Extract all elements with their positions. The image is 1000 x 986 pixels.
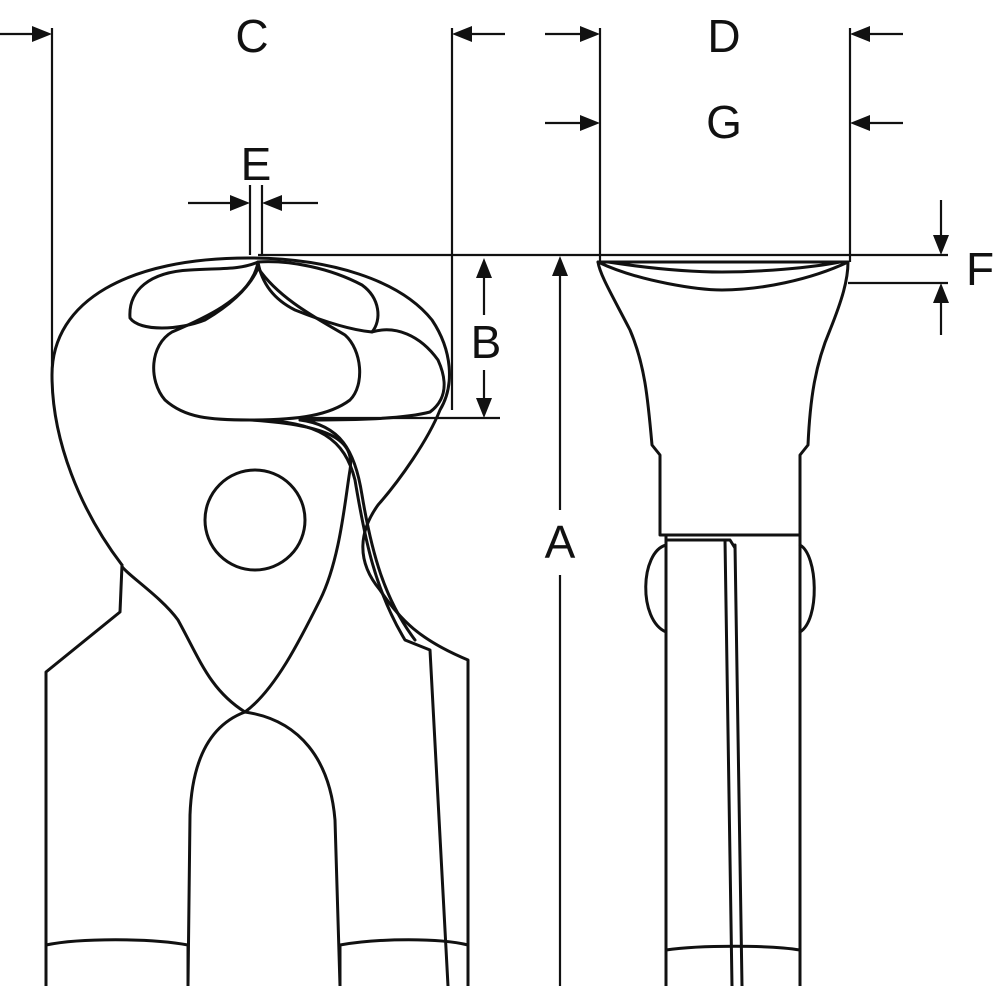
side-view-handle-divider — [723, 538, 734, 986]
dimension-a-top-arrowhead — [552, 256, 568, 276]
right-jaw-lobe-outer — [298, 328, 446, 422]
side-view-head-outline — [596, 260, 850, 537]
dimension-d-left-arrowhead — [580, 26, 600, 42]
left-handle-inner-edge — [186, 710, 247, 986]
label-f: F — [966, 243, 994, 295]
label-a: A — [545, 516, 576, 568]
dimension-e-left-arrowhead — [230, 195, 250, 211]
dimension-d-right-arrowhead — [850, 26, 870, 42]
side-view-pivot-band — [664, 538, 737, 550]
dimension-g-right-arrowhead — [850, 115, 870, 131]
jaw-edge-line-a — [248, 418, 450, 986]
lower-jaw-lobe — [152, 266, 362, 422]
side-view-handle-divider-2 — [733, 543, 744, 986]
jaw-crossing-line — [120, 563, 247, 714]
jaw-edge-line-b — [298, 418, 417, 642]
dimension-labels: C D G E B A F — [235, 10, 994, 568]
dimension-lines — [0, 26, 949, 986]
upper-right-jaw-lobe — [256, 260, 380, 334]
dimension-g-left-arrowhead — [580, 115, 600, 131]
jaw-crossing-line-2 — [243, 418, 353, 714]
label-g: G — [706, 96, 742, 148]
side-view-rivet-right — [798, 543, 816, 634]
dimension-f-top-arrowhead — [933, 235, 949, 255]
dimension-c-left-arrowhead — [32, 26, 52, 42]
right-handle-grip — [338, 938, 470, 986]
pliers-head-outline — [44, 256, 470, 986]
dimension-e-right-arrowhead — [262, 195, 282, 211]
label-c: C — [235, 10, 268, 62]
dimension-b-top-arrowhead — [476, 258, 492, 278]
pliers-side-view — [596, 260, 850, 986]
side-view-top-face-inner — [606, 260, 842, 274]
side-view-rivet-left — [644, 543, 668, 634]
right-handle-inner-edge — [243, 710, 342, 986]
pivot-rivet — [203, 468, 307, 572]
dimension-c-right-arrowhead — [452, 26, 472, 42]
left-handle-grip — [44, 938, 190, 986]
dimension-f-bottom-arrowhead — [933, 283, 949, 303]
side-view-grip — [664, 944, 802, 986]
label-d: D — [707, 10, 740, 62]
side-view-top-face — [596, 260, 850, 292]
label-e: E — [241, 138, 272, 190]
label-b: B — [471, 316, 502, 368]
dimension-b-bottom-arrowhead — [476, 398, 492, 418]
pliers-front-view — [44, 256, 470, 986]
